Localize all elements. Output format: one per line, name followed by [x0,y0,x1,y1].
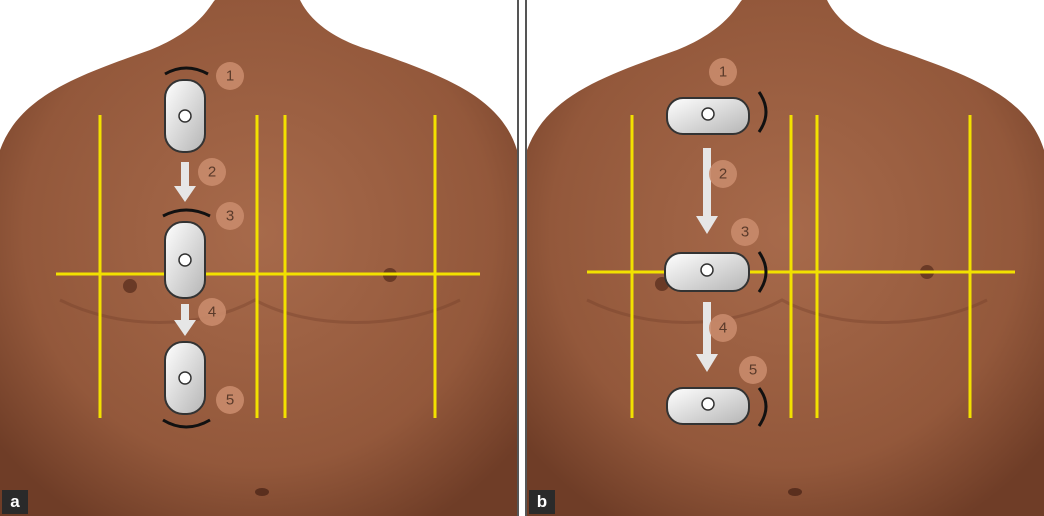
panel-b-figure: 1 2 3 4 5 [527,0,1044,516]
nipple-left [123,279,137,293]
probe-5 [667,388,749,424]
step-a-5: 5 [226,392,234,409]
navel [255,488,269,496]
step-a-4: 4 [208,304,216,321]
step-a-3: 3 [226,208,234,225]
step-b-2: 2 [719,166,727,183]
step-b-4: 4 [719,320,727,337]
torso [527,0,1044,516]
panel-b: 1 2 3 4 5 b [525,0,1044,516]
panel-label-a: a [2,490,28,514]
step-b-1: 1 [719,64,727,81]
probe-3 [165,222,205,298]
panel-label-b: b [529,490,555,514]
probe-1 [165,80,205,152]
step-b-3: 3 [741,224,749,241]
step-a-1: 1 [226,68,234,85]
probe-3 [665,253,749,291]
probe-1 [667,98,749,134]
step-a-2: 2 [208,164,216,181]
panel-a: 1 2 3 4 5 a [0,0,519,516]
panel-a-figure: 1 2 3 4 5 [0,0,517,516]
navel [788,488,802,496]
step-b-5: 5 [749,362,757,379]
probe-5 [165,342,205,414]
